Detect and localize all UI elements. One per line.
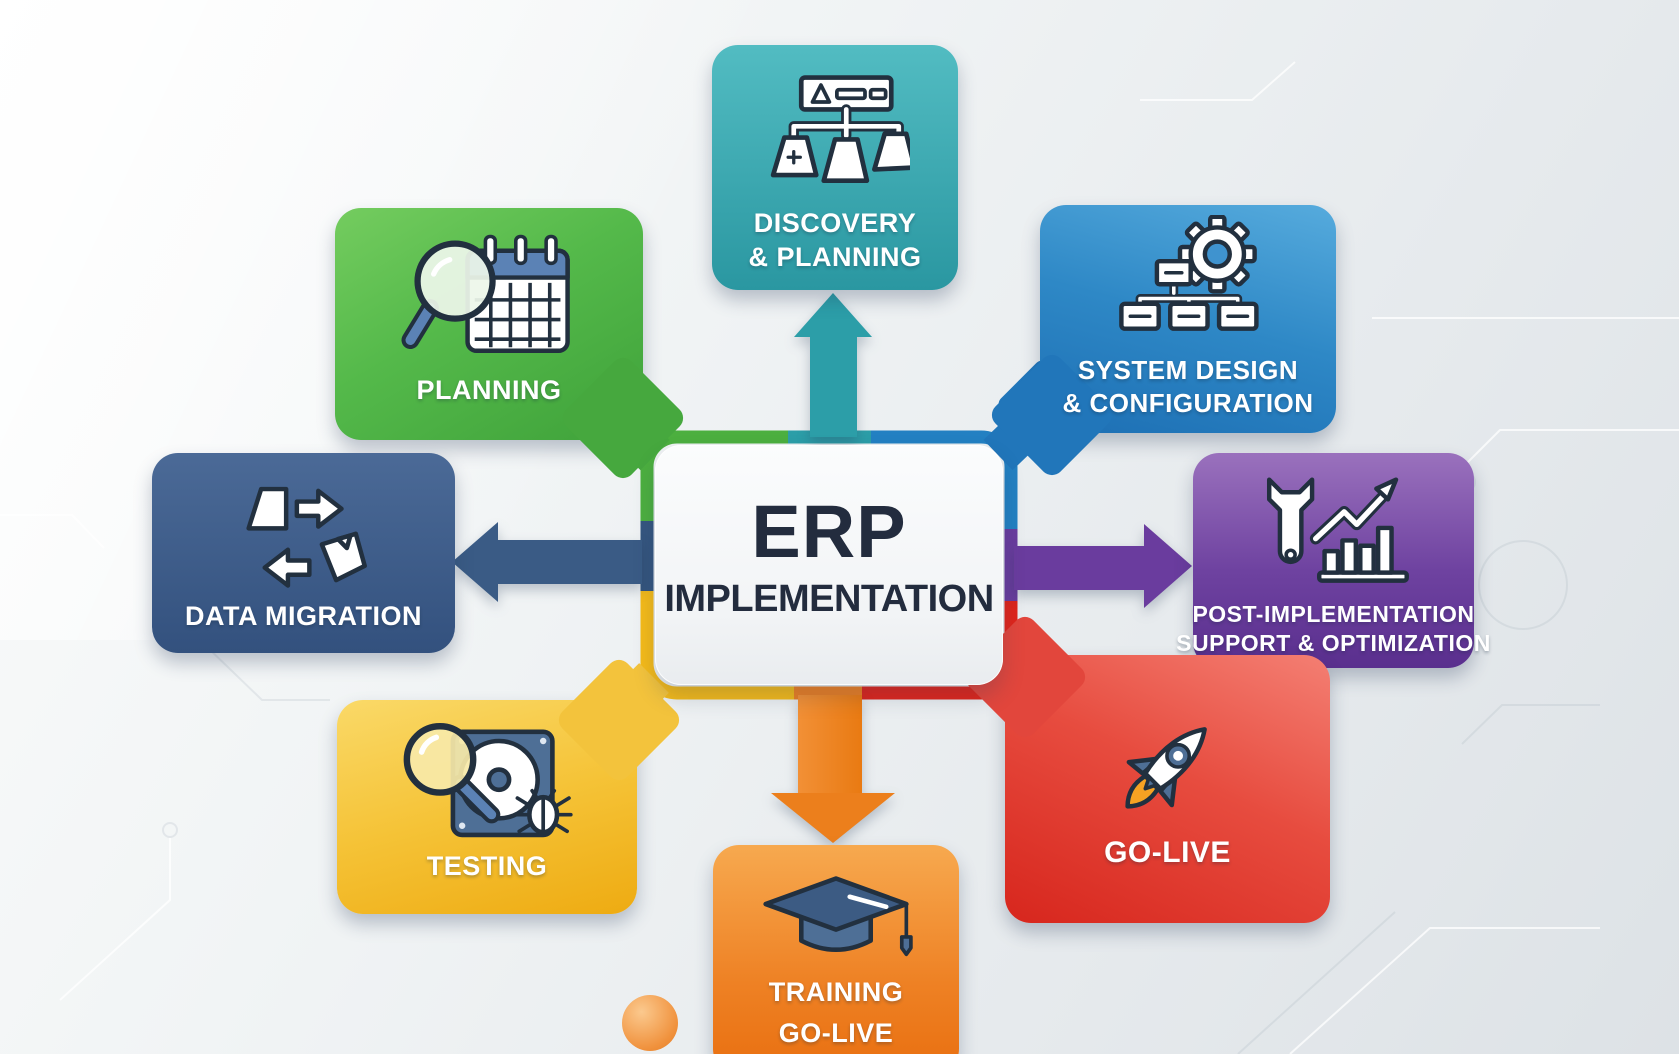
node-label: PLANNING [417, 374, 562, 408]
node-label-line: TRAINING [768, 977, 904, 1007]
node-post-implementation-support: POST-IMPLEMENTATION SUPPORT & OPTIMIZATI… [1176, 453, 1490, 668]
node-training-go-live: TRAINING GO-LIVE [713, 845, 959, 1054]
node-label-line: DISCOVERY [753, 208, 917, 238]
graduation-cap-icon [763, 876, 913, 957]
documents-transfer-icon [245, 486, 367, 588]
org-chart-alert-icon [770, 75, 910, 184]
node-testing: TESTING [337, 654, 685, 914]
node-label-line: SYSTEM DESIGN [1077, 355, 1299, 385]
node-system-design-configuration: SYSTEM DESIGN & CONFIGURATION [986, 205, 1336, 481]
node-label-line: PLANNING [416, 375, 562, 405]
down-arrow [771, 695, 895, 845]
node-label-line: & CONFIGURATION [1062, 387, 1314, 418]
node-label-line: POST-IMPLEMENTATION [1192, 601, 1475, 627]
node-label-line: DATA MIGRATION [185, 601, 422, 631]
node-label: DATA MIGRATION [185, 600, 422, 634]
node-label-line: GO-LIVE [1104, 836, 1231, 869]
disk-magnifier-bug-icon [403, 723, 573, 838]
node-data-migration: DATA MIGRATION [152, 453, 455, 653]
node-label: POST-IMPLEMENTATION SUPPORT & OPTIMIZATI… [1176, 600, 1491, 658]
node-planning: PLANNING [335, 208, 689, 484]
node-label: TRAINING GO-LIVE [769, 972, 904, 1053]
node-label-line: & PLANNING [748, 241, 922, 272]
center-node-erp-implementation: ERP IMPLEMENTATION [655, 445, 1003, 685]
left-arrow [452, 522, 647, 604]
gear-org-chart-icon [1119, 215, 1259, 331]
node-label: DISCOVERY & PLANNING [749, 207, 922, 275]
node-label-line: GO-LIVE [778, 1017, 894, 1048]
node-label-line: TESTING [426, 851, 548, 881]
diagram-title-line2: IMPLEMENTATION [664, 577, 994, 620]
right-arrow [1014, 524, 1194, 610]
node-label-line: SUPPORT & OPTIMIZATION [1176, 629, 1491, 656]
up-arrow [794, 293, 874, 443]
magnifier-calendar-icon [401, 234, 570, 354]
node-label: GO-LIVE [1104, 834, 1231, 872]
wrench-growth-chart-icon [1266, 477, 1409, 583]
node-label: SYSTEM DESIGN & CONFIGURATION [1062, 354, 1313, 419]
node-go-live: GO-LIVE [959, 611, 1330, 923]
decor-sphere [622, 995, 678, 1051]
diagram-title-line1: ERP [751, 490, 907, 573]
node-discovery-planning: DISCOVERY & PLANNING [712, 45, 958, 290]
rocket-icon [1124, 727, 1207, 809]
node-label: TESTING [427, 850, 548, 884]
